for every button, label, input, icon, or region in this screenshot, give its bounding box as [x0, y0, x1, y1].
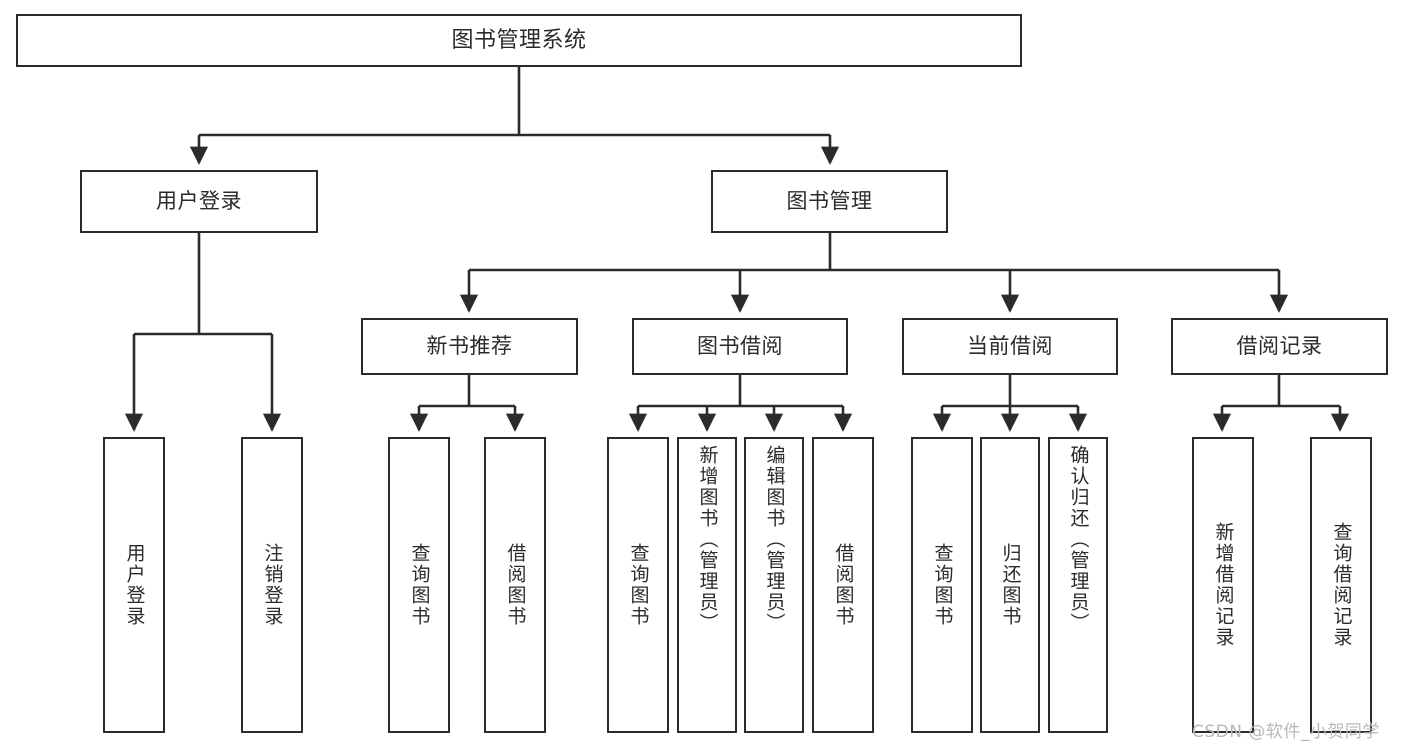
node-borrow-record[interactable]: 借阅记录 — [1171, 318, 1388, 375]
leaf-borrow-record-add-label: 新增借阅记录 — [1212, 522, 1235, 648]
watermark: CSDN @软件_小贺同学 — [1192, 722, 1380, 742]
leaf-book-borrow-query-label: 查询图书 — [627, 543, 650, 627]
leaf-user-login-login[interactable]: 用户登录 — [103, 437, 165, 733]
leaf-borrow-record-query[interactable]: 查询借阅记录 — [1310, 437, 1372, 733]
leaf-current-borrow-confirm[interactable]: 确认归还（管理员） — [1048, 437, 1108, 733]
node-book-borrow-label: 图书借阅 — [697, 334, 783, 359]
leaf-current-borrow-return-label: 归还图书 — [999, 543, 1022, 627]
leaf-book-borrow-query[interactable]: 查询图书 — [607, 437, 669, 733]
leaf-new-book-borrow[interactable]: 借阅图书 — [484, 437, 546, 733]
node-book-borrow[interactable]: 图书借阅 — [632, 318, 848, 375]
node-current-borrow-label: 当前借阅 — [967, 334, 1053, 359]
leaf-new-book-query-label: 查询图书 — [408, 543, 431, 627]
leaf-user-login-login-label: 用户登录 — [123, 543, 146, 627]
node-borrow-record-label: 借阅记录 — [1236, 334, 1323, 359]
leaf-new-book-borrow-label: 借阅图书 — [504, 543, 527, 627]
leaf-user-login-logout[interactable]: 注销登录 — [241, 437, 303, 733]
leaf-book-borrow-edit[interactable]: 编辑图书（管理员） — [744, 437, 804, 733]
node-root-label: 图书管理系统 — [451, 27, 587, 53]
leaf-book-borrow-edit-label: 编辑图书（管理员） — [763, 445, 786, 634]
leaf-book-borrow-add-label: 新增图书（管理员） — [696, 445, 719, 634]
node-book-management-label: 图书管理 — [786, 189, 873, 214]
node-new-book-recommend[interactable]: 新书推荐 — [361, 318, 578, 375]
leaf-borrow-record-add[interactable]: 新增借阅记录 — [1192, 437, 1254, 733]
leaf-book-borrow-add[interactable]: 新增图书（管理员） — [677, 437, 737, 733]
leaf-current-borrow-query[interactable]: 查询图书 — [911, 437, 973, 733]
leaf-borrow-record-query-label: 查询借阅记录 — [1330, 522, 1353, 648]
leaf-book-borrow-borrow[interactable]: 借阅图书 — [812, 437, 874, 733]
leaf-current-borrow-return[interactable]: 归还图书 — [980, 437, 1040, 733]
node-user-login-label: 用户登录 — [156, 189, 242, 214]
node-user-login[interactable]: 用户登录 — [80, 170, 318, 233]
node-root[interactable]: 图书管理系统 — [16, 14, 1022, 67]
leaf-book-borrow-borrow-label: 借阅图书 — [832, 543, 855, 627]
leaf-new-book-query[interactable]: 查询图书 — [388, 437, 450, 733]
leaf-current-borrow-query-label: 查询图书 — [931, 543, 954, 627]
node-new-book-recommend-label: 新书推荐 — [426, 334, 513, 359]
leaf-current-borrow-confirm-label: 确认归还（管理员） — [1067, 445, 1090, 634]
node-current-borrow[interactable]: 当前借阅 — [902, 318, 1118, 375]
leaf-user-login-logout-label: 注销登录 — [261, 543, 284, 627]
node-book-management[interactable]: 图书管理 — [711, 170, 948, 233]
